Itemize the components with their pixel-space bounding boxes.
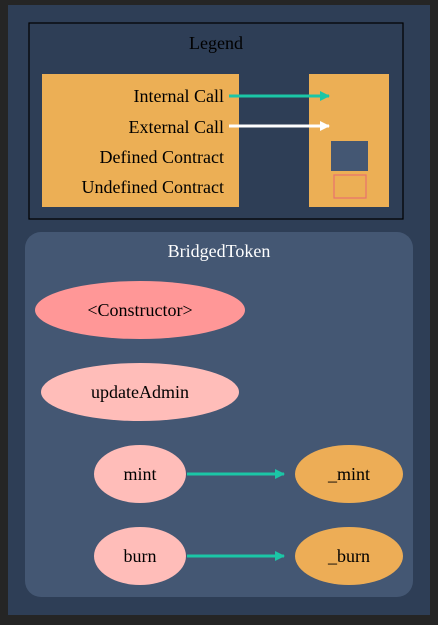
legend-title: Legend bbox=[189, 33, 243, 53]
node-internal-mint[interactable]: _mint bbox=[295, 445, 403, 503]
legend: Legend Internal Call External Call Defin… bbox=[28, 22, 404, 220]
legend-internal-call-label: Internal Call bbox=[134, 86, 224, 106]
legend-external-call-label: External Call bbox=[129, 117, 224, 137]
node-constructor-label: <Constructor> bbox=[87, 300, 192, 320]
node-burn-label: burn bbox=[124, 546, 157, 566]
node-internal-burn-label: _burn bbox=[327, 546, 370, 566]
legend-symbols-box bbox=[309, 74, 389, 207]
node-internal-burn[interactable]: _burn bbox=[295, 527, 403, 585]
node-update-admin[interactable]: updateAdmin bbox=[41, 363, 239, 421]
legend-undefined-contract-label: Undefined Contract bbox=[82, 177, 224, 197]
legend-labels-box bbox=[42, 74, 239, 207]
node-burn[interactable]: burn bbox=[94, 527, 186, 585]
node-internal-mint-label: _mint bbox=[327, 464, 370, 484]
node-constructor[interactable]: <Constructor> bbox=[35, 281, 245, 339]
legend-defined-contract-swatch bbox=[331, 141, 368, 171]
contract-cluster: BridgedToken <Constructor> updateAdmin m… bbox=[25, 232, 413, 597]
node-mint-label: mint bbox=[123, 464, 156, 484]
legend-frame bbox=[28, 22, 404, 220]
contract-name: BridgedToken bbox=[168, 241, 271, 261]
legend-defined-contract-label: Defined Contract bbox=[100, 147, 224, 167]
node-update-admin-label: updateAdmin bbox=[91, 382, 189, 402]
legend-undefined-contract-swatch bbox=[333, 174, 367, 199]
node-mint[interactable]: mint bbox=[94, 445, 186, 503]
